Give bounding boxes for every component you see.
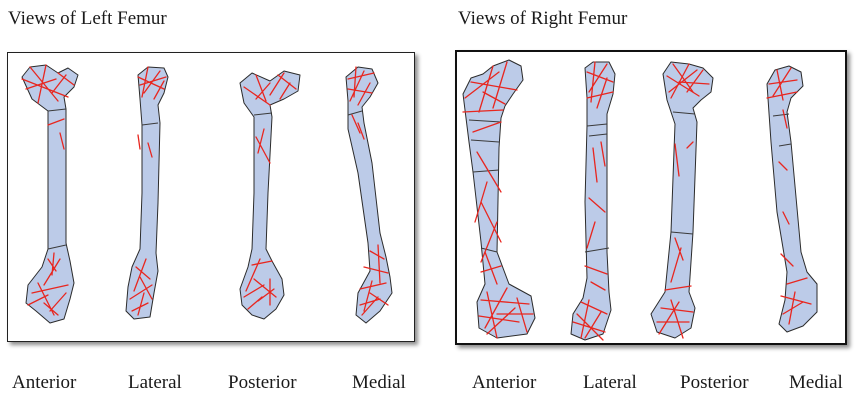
left-anterior-label: Anterior [12,372,76,394]
right-posterior-label: Posterior [680,372,749,394]
left-lateral-femur [126,67,168,319]
right-lateral-label: Lateral [583,372,637,394]
right-anterior-label: Anterior [472,372,536,394]
right-lateral-femur [571,62,615,340]
left-anterior-femur [22,65,78,323]
left-posterior-label: Posterior [228,372,297,394]
left-medial-femur [346,67,392,323]
right-femur-figure [455,50,847,345]
left-femur-diagram [8,53,414,341]
right-femur-title: Views of Right Femur [458,8,627,30]
left-lateral-label: Lateral [128,372,182,394]
left-femur-figure [7,52,415,342]
right-medial-femur [767,66,817,332]
right-medial-label: Medial [789,372,843,394]
right-anterior-femur [463,60,535,338]
left-posterior-femur [240,71,300,319]
right-posterior-femur [651,62,713,338]
left-femur-title: Views of Left Femur [8,8,167,30]
left-medial-label: Medial [352,372,406,394]
right-femur-diagram [457,52,845,343]
